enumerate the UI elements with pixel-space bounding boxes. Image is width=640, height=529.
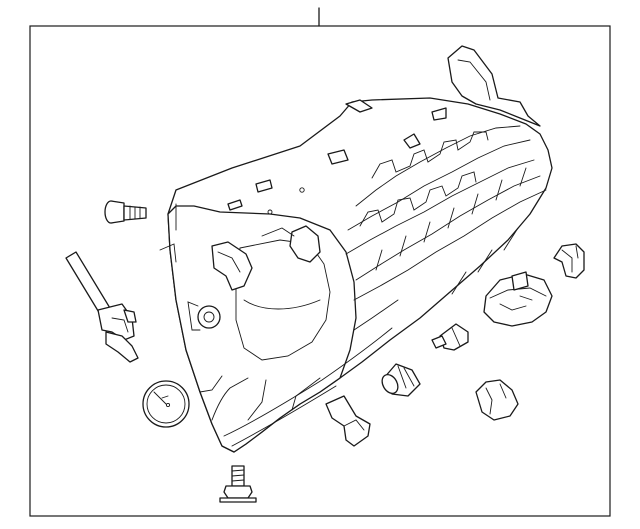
retainer-clip: [325, 395, 371, 447]
bulb: [431, 323, 469, 351]
switch-housing: [483, 271, 553, 327]
glove-box-assembly: [159, 45, 553, 453]
push-clip: [553, 243, 585, 279]
shoulder-bolt: [104, 200, 147, 224]
damper-arm: [65, 251, 139, 363]
bulb-socket: [381, 363, 421, 397]
flange-screw: [219, 465, 257, 503]
lamp-lens: [142, 380, 190, 428]
diagram-frame: [29, 25, 611, 517]
plug-retainer: [475, 379, 519, 421]
